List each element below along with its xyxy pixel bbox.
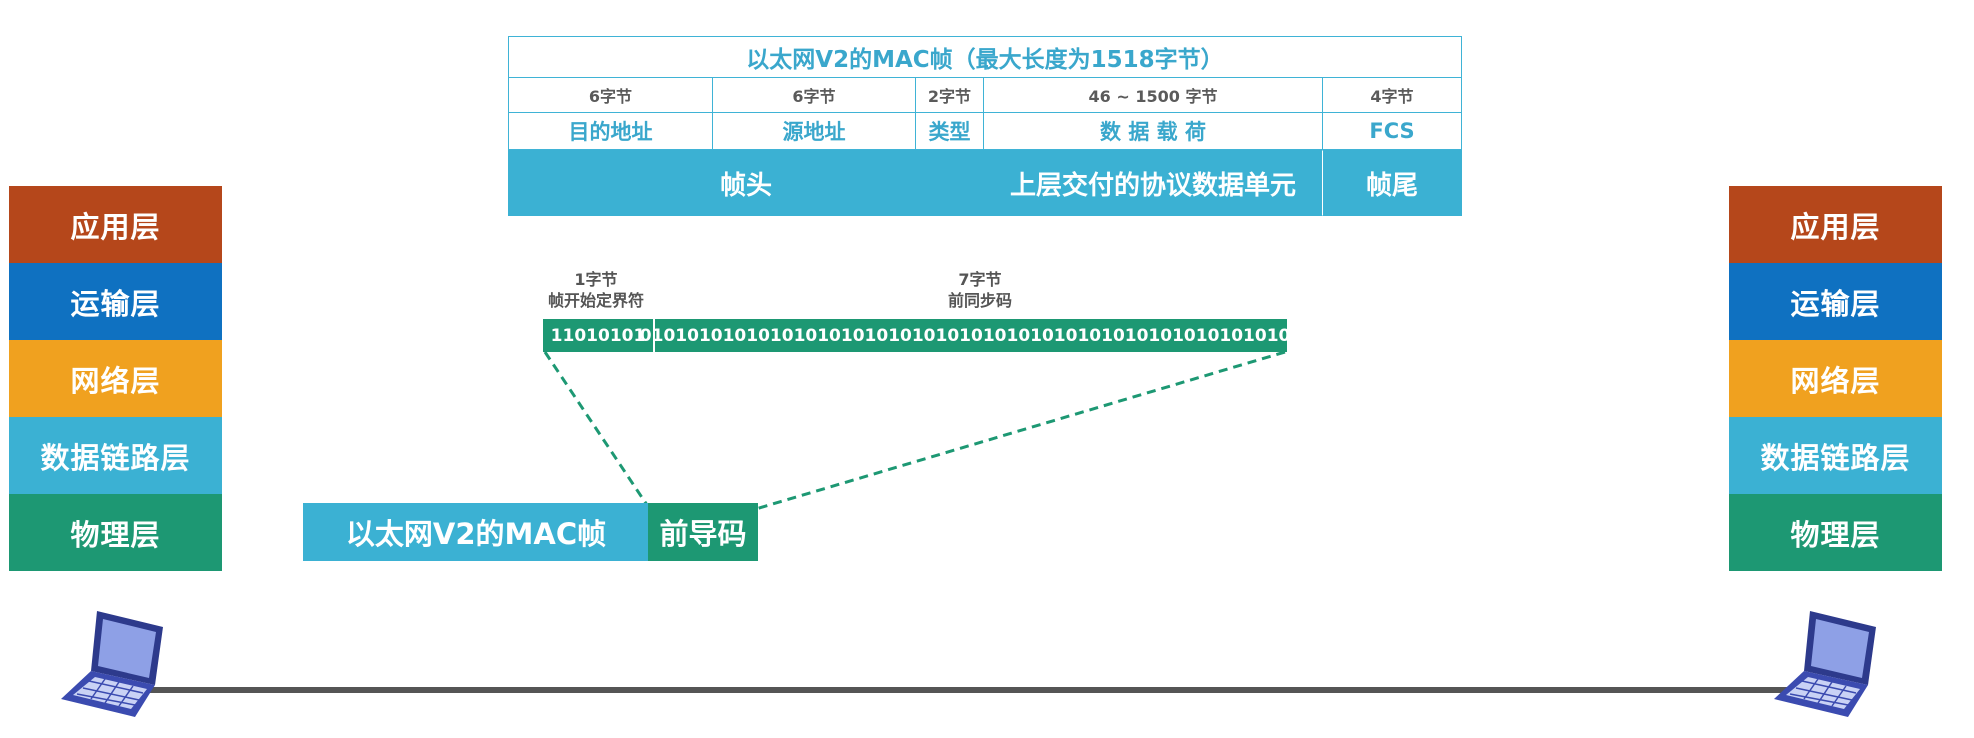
layer-network: 网络层 bbox=[9, 340, 222, 417]
ethernet-frame-block: 以太网V2的MAC帧 bbox=[303, 503, 649, 561]
sync-name-label: 前同步码 bbox=[947, 291, 1012, 310]
layer-transport: 运输层 bbox=[9, 263, 222, 340]
connector-left bbox=[543, 351, 653, 512]
layer-transport: 运输层 bbox=[1729, 263, 1942, 340]
field-name-payload: 数 据 载 荷 bbox=[983, 112, 1323, 150]
frame-header-bar: 帧头 bbox=[508, 150, 984, 216]
left-protocol-stack: 应用层 运输层 网络层 数据链路层 物理层 bbox=[9, 186, 222, 571]
mac-frame-table: 以太网V2的MAC帧（最大长度为1518字节） 6字节 6字节 2字节 46 ~… bbox=[508, 36, 1462, 216]
sync-bits: 0101010101010101010101010101010101010101… bbox=[640, 319, 1302, 352]
right-protocol-stack: 应用层 运输层 网络层 数据链路层 物理层 bbox=[1729, 186, 1942, 571]
sync-size-label: 7字节 bbox=[958, 270, 1002, 289]
layer-datalink: 数据链路层 bbox=[1729, 417, 1942, 494]
layer-physical: 物理层 bbox=[9, 494, 222, 571]
preamble-block: 前导码 bbox=[648, 503, 758, 561]
connector-right bbox=[748, 350, 1286, 513]
field-size-payload: 46 ~ 1500 字节 bbox=[983, 77, 1323, 113]
frame-title: 以太网V2的MAC帧（最大长度为1518字节） bbox=[508, 36, 1462, 78]
laptop-icon bbox=[61, 611, 163, 717]
laptop-icon bbox=[1774, 611, 1876, 717]
field-name-dest: 目的地址 bbox=[508, 112, 713, 150]
layer-physical: 物理层 bbox=[1729, 494, 1942, 571]
field-name-type: 类型 bbox=[915, 112, 984, 150]
layer-application: 应用层 bbox=[1729, 186, 1942, 263]
layer-application: 应用层 bbox=[9, 186, 222, 263]
sfd-size-label: 1字节 bbox=[574, 270, 618, 289]
sfd-bits: 11010101 bbox=[543, 319, 653, 352]
layer-network: 网络层 bbox=[1729, 340, 1942, 417]
field-name-src: 源地址 bbox=[712, 112, 916, 150]
frame-trailer-bar: 帧尾 bbox=[1322, 150, 1462, 216]
field-size-src: 6字节 bbox=[712, 77, 916, 113]
frame-payload-bar: 上层交付的协议数据单元 bbox=[983, 150, 1323, 216]
sfd-name-label: 帧开始定界符 bbox=[547, 291, 644, 310]
field-size-fcs: 4字节 bbox=[1322, 77, 1462, 113]
layer-datalink: 数据链路层 bbox=[9, 417, 222, 494]
field-name-fcs: FCS bbox=[1322, 112, 1462, 150]
